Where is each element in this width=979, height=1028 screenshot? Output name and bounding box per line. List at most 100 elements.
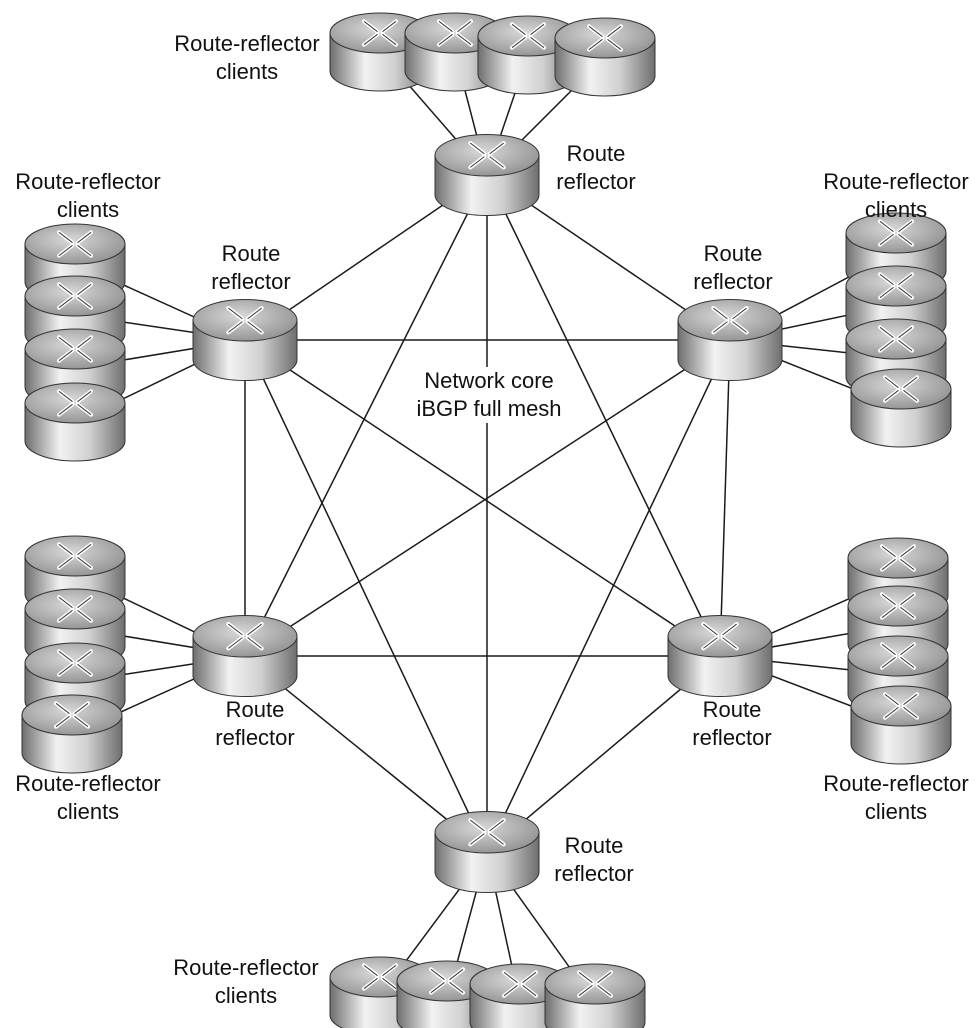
- ibgp-mesh-link: [244, 174, 488, 657]
- label-line: clients: [215, 59, 279, 84]
- router-arrow-outline: [511, 36, 526, 49]
- router-arrow-outline: [382, 33, 397, 46]
- clients-label-left-upper: Route-reflector clients: [15, 168, 161, 224]
- router-arrow-outline: [77, 650, 92, 663]
- router-arrow-outline: [247, 321, 262, 333]
- router-arrow-outline: [881, 656, 896, 669]
- router-arrow-outline: [58, 556, 73, 569]
- router-arrow-outline: [503, 971, 518, 984]
- router-arrow-outline: [879, 286, 894, 299]
- router-arrow-outline: [903, 389, 918, 402]
- label-line: Route-reflector: [15, 771, 161, 796]
- router-arrow-outline: [77, 336, 92, 349]
- router-arrow-outline: [898, 326, 913, 339]
- router-arrow-outline: [228, 307, 243, 320]
- router-arrow-outline: [503, 984, 518, 997]
- router-icon: [192, 614, 298, 698]
- label-line: reflector: [211, 269, 291, 294]
- router-arrow-outline: [607, 38, 622, 51]
- router-arrow-outline: [382, 977, 397, 990]
- router-arrow-outline: [881, 593, 896, 606]
- router-arrow-outline: [77, 296, 92, 309]
- router-icon: [850, 368, 952, 448]
- router-arrow-outline: [522, 971, 537, 984]
- router-arrow-outline: [607, 25, 622, 38]
- router-arrow-outline: [58, 283, 73, 296]
- label-line: Route: [702, 697, 762, 722]
- router-arrow-outline: [879, 233, 894, 246]
- router-arrow-outline: [363, 20, 378, 33]
- router-arrow-outline: [470, 142, 485, 155]
- router-arrow-outline: [77, 283, 92, 296]
- clients-label-bottom: Route-reflector clients: [173, 954, 319, 1010]
- router-arrow-outline: [58, 336, 73, 349]
- router-arrow-outline: [228, 637, 243, 649]
- router-arrow-outline: [470, 156, 485, 168]
- router-arrow-outline: [77, 390, 92, 403]
- router-arrow-outline: [900, 558, 915, 571]
- router-arrow-outline: [58, 403, 73, 416]
- rr-label-left-lower: Route reflector: [215, 696, 294, 752]
- router-arrow-outline: [722, 637, 737, 649]
- label-line: Route: [566, 141, 626, 166]
- router-arrow-outline: [77, 244, 92, 257]
- ibgp-mesh-link: [244, 339, 731, 657]
- router-arrow-outline: [588, 38, 603, 51]
- router-arrow-outline: [881, 643, 896, 656]
- label-line: Network core: [424, 368, 554, 393]
- router-arrow-outline: [732, 307, 747, 320]
- router-arrow-outline: [247, 307, 262, 320]
- router-arrow-outline: [898, 286, 913, 299]
- router-arrow-outline: [77, 543, 92, 556]
- router-arrow-outline: [58, 543, 73, 556]
- router-arrow-outline: [363, 977, 378, 990]
- router-arrow-outline: [430, 968, 445, 981]
- router-arrow-outline: [58, 231, 73, 244]
- router-arrow-outline: [77, 231, 92, 244]
- router-arrow-outline: [884, 376, 899, 389]
- router-arrow-outline: [74, 702, 89, 715]
- router-arrow-outline: [77, 556, 92, 569]
- router-arrow-outline: [884, 389, 899, 402]
- router-arrow-outline: [449, 968, 464, 981]
- router-icon: [192, 298, 298, 382]
- router-arrow-outline: [900, 593, 915, 606]
- router-arrow-outline: [470, 833, 485, 845]
- label-line: Route: [225, 697, 285, 722]
- label-line: Route: [221, 241, 281, 266]
- router-icon: [477, 15, 579, 95]
- router-arrow-outline: [58, 650, 73, 663]
- router-arrow-outline: [58, 596, 73, 609]
- router-icon: [21, 694, 123, 774]
- ibgp-mesh-link: [486, 339, 731, 853]
- router-arrow-outline: [74, 715, 89, 728]
- router-icon: [544, 963, 646, 1028]
- router-arrow-outline: [879, 220, 894, 233]
- router-arrow-outline: [228, 321, 243, 333]
- label-line: clients: [56, 799, 120, 824]
- router-arrow-outline: [55, 702, 70, 715]
- ibgp-mesh-link: [486, 174, 721, 657]
- router-arrow-outline: [900, 656, 915, 669]
- router-arrow-outline: [713, 307, 728, 320]
- rr-label-top: Route reflector: [556, 140, 635, 196]
- label-line: clients: [214, 983, 278, 1008]
- router-arrow-outline: [58, 663, 73, 676]
- router-arrow-outline: [900, 643, 915, 656]
- label-line: Route-reflector: [823, 771, 969, 796]
- routers: [21, 12, 952, 1028]
- router-arrow-outline: [578, 984, 593, 997]
- router-icon: [24, 382, 126, 462]
- rr-label-right-lower: Route reflector: [692, 696, 771, 752]
- router-arrow-outline: [58, 390, 73, 403]
- rr-label-left-upper: Route reflector: [211, 240, 290, 296]
- router-arrow-outline: [578, 971, 593, 984]
- label-line: Route-reflector: [15, 169, 161, 194]
- router-arrow-outline: [713, 321, 728, 333]
- router-icon: [434, 810, 540, 894]
- router-arrow-outline: [530, 23, 545, 36]
- router-arrow-outline: [898, 273, 913, 286]
- clients-label-left-lower: Route-reflector clients: [15, 770, 161, 826]
- router-arrow-outline: [881, 558, 896, 571]
- label-line: reflector: [556, 169, 636, 194]
